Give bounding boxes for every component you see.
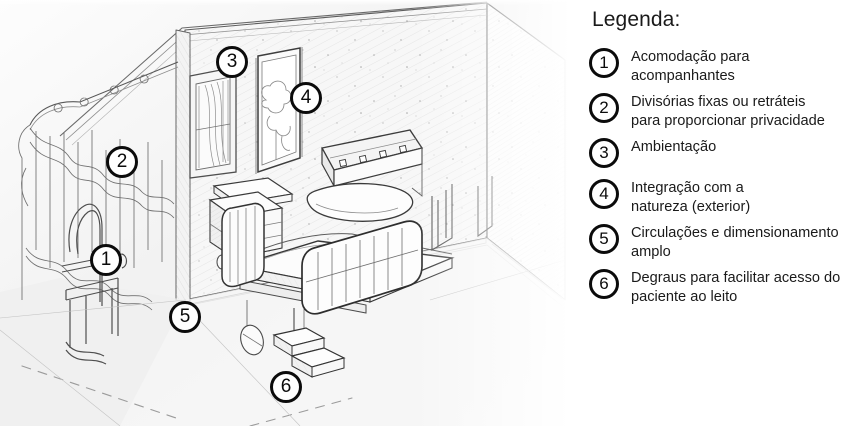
legend-marker-3[interactable]: 3 [589, 138, 619, 168]
sketch-callout-3[interactable]: 3 [216, 46, 248, 78]
sketch-drawing [0, 0, 572, 426]
legend-marker-5[interactable]: 5 [589, 224, 619, 254]
legend-title: Legenda: [592, 8, 681, 31]
legend-label-2: Divisórias fixas ou retráteis para propo… [631, 94, 825, 129]
legend-panel: Legenda: 1 Acomodação para acompanhantes… [572, 0, 850, 426]
legend-label-5: Circulações e dimensionamento amplo [631, 225, 839, 260]
legend-label-6: Degraus para facilitar acesso do pacient… [631, 270, 841, 305]
legend-item-5[interactable]: 5 Circulações e dimensionamento amplo [572, 223, 850, 261]
sketch-callout-4[interactable]: 4 [290, 82, 322, 114]
legend-label-1: Acomodação para acompanhantes [631, 49, 750, 84]
sketch-callout-6[interactable]: 6 [270, 371, 302, 403]
legend-marker-6[interactable]: 6 [589, 269, 619, 299]
legend-item-1[interactable]: 1 Acomodação para acompanhantes [572, 47, 850, 85]
legend-item-2[interactable]: 2 Divisórias fixas ou retráteis para pro… [572, 92, 850, 130]
legend-marker-1[interactable]: 1 [589, 48, 619, 78]
sketch-callout-5[interactable]: 5 [169, 301, 201, 333]
legend-marker-2[interactable]: 2 [589, 93, 619, 123]
legend-item-4[interactable]: 4 Integração com a natureza (exterior) [572, 178, 850, 216]
legend-label-4: Integração com a natureza (exterior) [631, 180, 751, 215]
legend-item-3[interactable]: 3 Ambientação [572, 137, 850, 171]
sketch-callout-1[interactable]: 1 [90, 244, 122, 276]
sketch-callout-2[interactable]: 2 [106, 146, 138, 178]
legend-item-6[interactable]: 6 Degraus para facilitar acesso do pacie… [572, 268, 850, 306]
legend-marker-4[interactable]: 4 [589, 179, 619, 209]
legend-label-3: Ambientação [631, 139, 717, 155]
architectural-sketch: 1 2 3 4 5 6 [0, 0, 572, 426]
legend-list: 1 Acomodação para acompanhantes 2 Divisó… [572, 47, 850, 313]
